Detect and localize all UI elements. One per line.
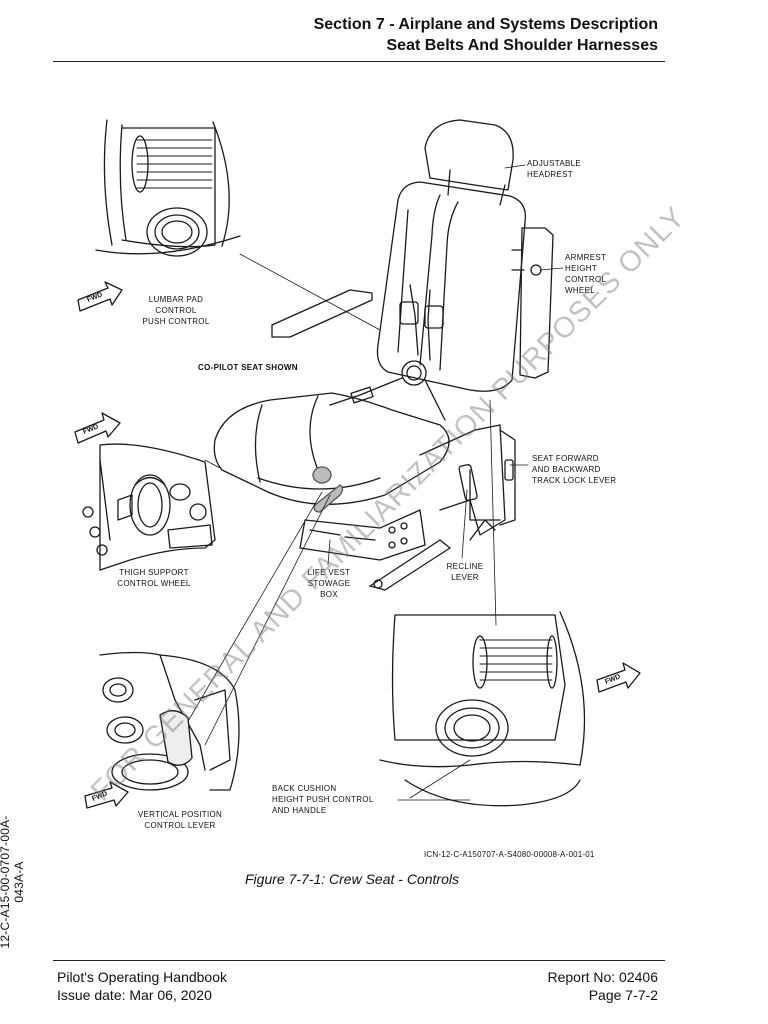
back-cushion-detail: [379, 611, 586, 807]
fwd-arrow-2: FWD: [74, 412, 121, 444]
callout-thigh-support: THIGH SUPPORT CONTROL WHEEL: [117, 568, 191, 588]
main-seat: [213, 119, 554, 591]
callout-vertical-position: VERTICAL POSITION CONTROL LEVER: [137, 810, 223, 830]
callout-back-cushion: BACK CUSHION HEIGHT PUSH CONTROL AND HAN…: [272, 784, 374, 815]
callout-lumbar-pad: LUMBAR PAD CONTROL PUSH CONTROL: [142, 295, 210, 326]
handbook-title: Pilot's Operating Handbook: [57, 969, 227, 985]
section-title: Section 7 - Airplane and Systems Descrip…: [313, 16, 658, 33]
header-rule: [53, 61, 665, 62]
page-number: Page 7-7-2: [588, 987, 658, 1003]
thigh-detail: [82, 443, 216, 571]
footer-rule: [53, 960, 665, 961]
subsection-title: Seat Belts And Shoulder Harnesses: [386, 37, 659, 54]
fwd-arrow-4: FWD: [596, 662, 641, 693]
figure-caption: Figure 7-7-1: Crew Seat - Controls: [245, 871, 459, 887]
callout-adjustable-headrest: ADJUSTABLE HEADREST: [527, 159, 581, 179]
callout-armrest-wheel: ARMREST HEIGHT CONTROL WHEEL: [565, 253, 607, 295]
fwd-arrow-1: FWD: [77, 281, 123, 312]
lumbar-detail: [95, 119, 241, 257]
callout-life-vest: LIFE VEST STOWAGE BOX: [307, 568, 351, 599]
footer-left: Pilot's Operating Handbook Issue date: M…: [57, 968, 227, 1004]
callout-recline-lever: RECLINE LEVER: [446, 562, 484, 582]
footer-right: Report No: 02406 Page 7-7-2: [547, 968, 658, 1004]
icn-reference: ICN-12-C-A150707-A-S4080-00008-A-001-01: [424, 850, 595, 859]
callout-seat-track-lock: SEAT FORWARD AND BACKWARD TRACK LOCK LEV…: [532, 454, 617, 485]
fwd-arrow-3: FWD: [84, 781, 129, 809]
co-pilot-seat-label: CO-PILOT SEAT SHOWN: [198, 363, 298, 372]
watermark: FOR GENERAL AND FAMILIARIZATION PURPOSES…: [85, 200, 692, 808]
report-number: Report No: 02406: [547, 969, 658, 985]
issue-date: Issue date: Mar 06, 2020: [57, 987, 212, 1003]
vertical-position-detail: [99, 651, 240, 791]
page-header: Section 7 - Airplane and Systems Descrip…: [314, 14, 658, 56]
